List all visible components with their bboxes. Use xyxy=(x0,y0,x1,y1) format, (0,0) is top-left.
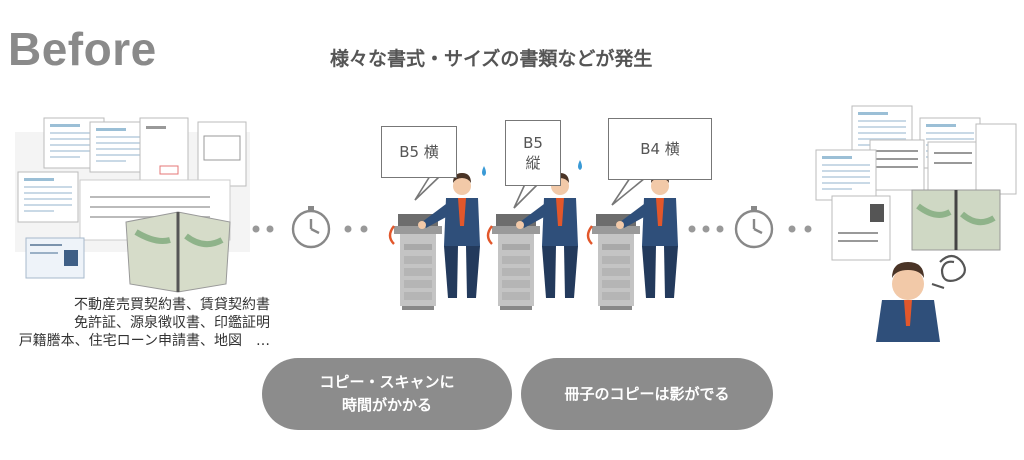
pill-text: 冊子のコピーは影がでる xyxy=(564,384,730,403)
stressed-person-icon xyxy=(876,254,966,342)
bubble-text: B4 横 xyxy=(640,140,680,158)
bubble-tail xyxy=(513,183,540,209)
pill-text: 時間がかかる xyxy=(341,396,432,414)
copier-icon xyxy=(592,214,640,310)
bubble-text: 縦 xyxy=(525,154,541,172)
scattered-documents-icon xyxy=(815,105,1017,261)
paper-size-bubble: B4 横 xyxy=(608,118,712,180)
copier-icon xyxy=(492,214,540,310)
paper-size-bubble: B5 縦 xyxy=(505,120,561,186)
copier-icon xyxy=(394,214,442,310)
bubble-tail xyxy=(611,177,648,206)
pill-text: コピー・スキャンに xyxy=(319,373,455,391)
flow-dots-left xyxy=(252,225,368,233)
problem-pill-booklet-shadow: 冊子のコピーは影がでる xyxy=(521,358,773,430)
paper-size-bubble: B5 横 xyxy=(381,126,457,178)
headline: 様々な書式・サイズの書類などが発生 xyxy=(330,48,653,70)
document-pile-icon xyxy=(15,117,250,293)
bubble-tail xyxy=(414,175,442,201)
caption-line: 免許証、源泉徴収書、印鑑証明 xyxy=(74,315,270,331)
clock-icon xyxy=(291,204,331,249)
page-title: Before xyxy=(8,23,157,75)
caption-line: 戸籍謄本、住宅ローン申請書、地図 … xyxy=(18,333,270,349)
clock-icon xyxy=(734,204,774,249)
problem-pill-copy-time: コピー・スキャンに 時間がかかる xyxy=(262,358,512,430)
bubble-text: B5 横 xyxy=(399,143,439,161)
flow-dots-right xyxy=(688,225,812,233)
rotate-arrow-icon xyxy=(388,225,593,245)
caption-line: 不動産売買契約書、賃貸契約書 xyxy=(74,297,270,313)
bubble-text: B5 xyxy=(523,134,543,152)
documents-caption: 不動産売買契約書、賃貸契約書 免許証、源泉徴収書、印鑑証明 戸籍謄本、住宅ローン… xyxy=(8,296,270,350)
